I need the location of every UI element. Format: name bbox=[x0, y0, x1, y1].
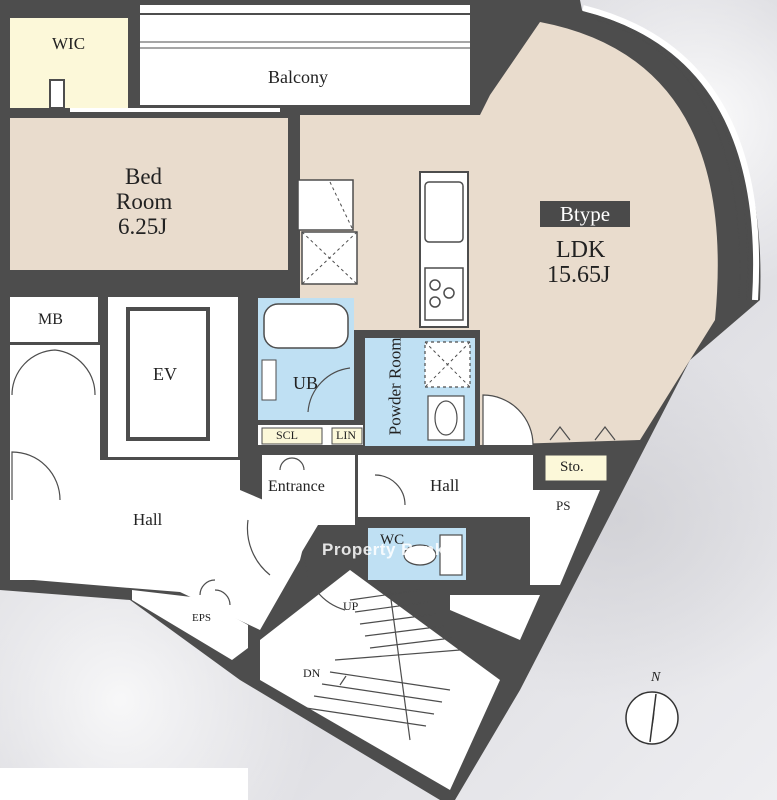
lower-right-white bbox=[450, 595, 540, 640]
bottom-white-panel bbox=[0, 768, 248, 800]
up-label: UP bbox=[343, 599, 359, 613]
ps-label: PS bbox=[556, 498, 571, 513]
balcony-label: Balcony bbox=[268, 67, 328, 87]
compass-icon bbox=[625, 691, 679, 745]
bedroom-floor bbox=[10, 118, 288, 270]
mb-floor bbox=[10, 297, 98, 342]
hall-common-label: Hall bbox=[133, 510, 163, 529]
hall-common-floor-2 bbox=[10, 460, 310, 630]
bedroom-name-2: Room bbox=[116, 189, 173, 214]
sto-label: Sto. bbox=[560, 459, 584, 475]
ldk-name: LDK bbox=[556, 237, 606, 263]
wc-label: WC bbox=[380, 532, 405, 548]
wic-label: WIC bbox=[52, 34, 86, 53]
eps-label: EPS bbox=[192, 612, 211, 624]
entrance-label: Entrance bbox=[268, 478, 325, 495]
bedroom-size: 6.25J bbox=[118, 214, 168, 239]
eps-floor bbox=[132, 590, 248, 660]
ev-car bbox=[126, 307, 210, 441]
lin-label: LIN bbox=[336, 428, 356, 442]
compass-north-label: N bbox=[651, 670, 661, 685]
mb-label: MB bbox=[38, 311, 63, 328]
hall-inner-label: Hall bbox=[430, 476, 460, 495]
ub-label: UB bbox=[293, 373, 319, 393]
powder-room-label: Powder Room bbox=[385, 337, 405, 436]
stairs-lines bbox=[305, 589, 461, 741]
wic-floor bbox=[10, 18, 128, 108]
bedroom-name: Bed bbox=[125, 164, 163, 189]
ldk-size: 15.65J bbox=[547, 262, 611, 288]
dn-label: DN bbox=[303, 666, 321, 680]
scl-label: SCL bbox=[276, 428, 299, 442]
ldk-floor bbox=[300, 22, 718, 445]
watermark-text: Property Bank bbox=[322, 540, 445, 559]
ev-label: EV bbox=[153, 364, 177, 384]
balcony-floor bbox=[140, 5, 470, 105]
ldk-type-badge: Btype bbox=[540, 201, 630, 227]
ps-floor bbox=[530, 490, 600, 585]
entrance-floor bbox=[262, 455, 355, 555]
hall-inner-floor bbox=[358, 455, 533, 517]
